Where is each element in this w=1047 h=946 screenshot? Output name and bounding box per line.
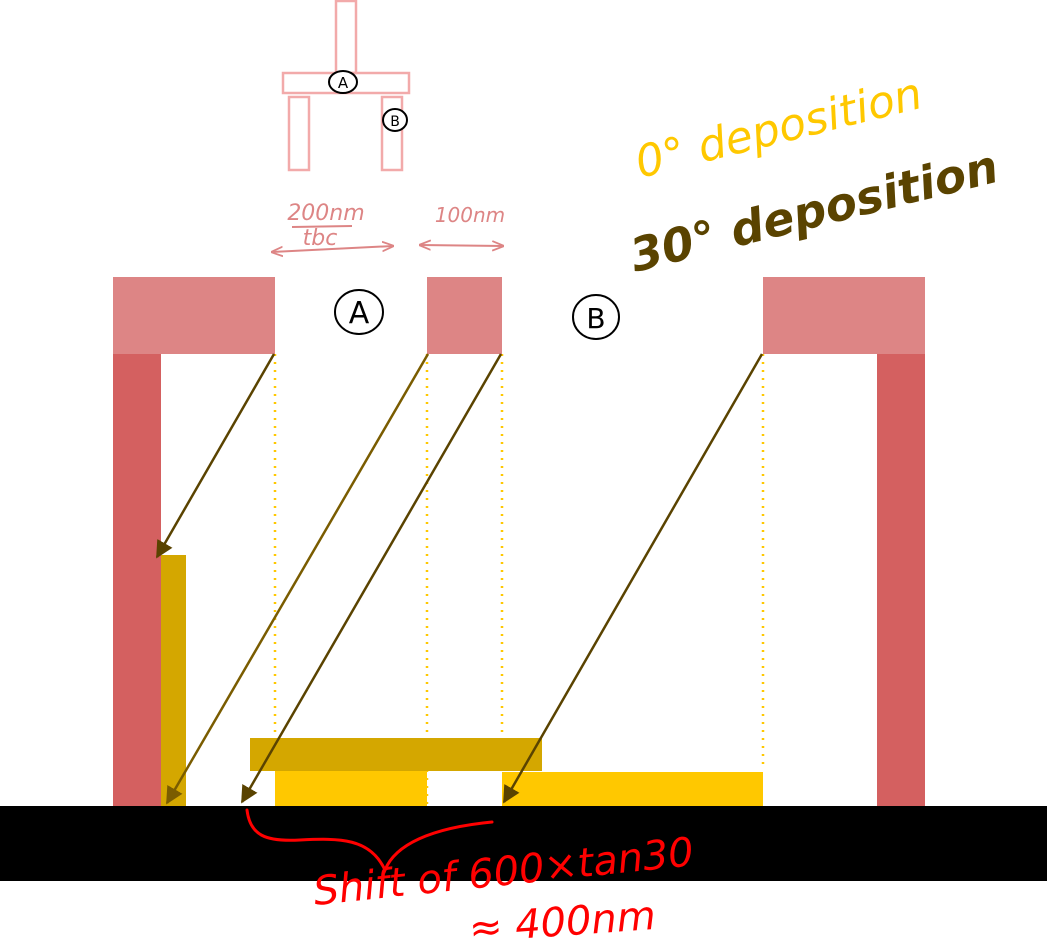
inset-circle-b xyxy=(382,108,408,132)
opening-a-circle xyxy=(334,289,384,335)
trajectory-2 xyxy=(165,353,430,805)
inset-label-b: B xyxy=(390,114,400,130)
resist-wall-left xyxy=(113,354,161,806)
deposits xyxy=(161,555,763,806)
resist-top-right xyxy=(763,277,925,354)
dim-left-arrow xyxy=(272,246,393,252)
trajectory-1 xyxy=(155,353,276,559)
trajectories-30deg xyxy=(155,353,764,805)
deposit-30deg-bar xyxy=(250,738,542,771)
opening-b-label: B xyxy=(586,302,605,335)
inset-right-leg xyxy=(380,95,404,172)
inset-circle-a xyxy=(328,70,358,94)
opening-b-circle xyxy=(572,294,620,340)
resist-structure xyxy=(113,277,925,806)
opening-a-label: A xyxy=(349,296,370,331)
shift-text-line2: ≈ 400nm xyxy=(467,893,657,946)
opening-labels: A B xyxy=(334,289,620,340)
vertical-guides xyxy=(273,354,765,805)
dim-right-value: 100nm xyxy=(435,203,505,227)
inset-label-a: A xyxy=(338,74,349,92)
substrate xyxy=(0,806,1047,881)
dim-left-note: tbc xyxy=(303,226,338,251)
deposit-30deg-wall xyxy=(161,555,186,806)
dim-left-value: 200nm xyxy=(287,201,364,226)
inset-stem xyxy=(334,0,358,75)
resist-top-middle xyxy=(427,277,502,354)
legend: 0° deposition 30° deposition xyxy=(625,68,1004,282)
dim-right-arrow xyxy=(420,245,503,246)
resist-wall-right xyxy=(877,354,925,806)
deposit-0deg-b xyxy=(502,772,763,806)
trajectory-3 xyxy=(240,353,503,804)
trajectory-4 xyxy=(502,353,764,804)
deposit-0deg-a xyxy=(275,770,427,806)
inset-left-leg xyxy=(287,95,311,172)
dimensions: 200nm tbc 100nm xyxy=(272,201,505,252)
resist-top-left xyxy=(113,277,275,354)
inset-schematic: A B xyxy=(281,0,411,172)
dim-left-underline xyxy=(291,225,353,228)
shift-brace xyxy=(245,808,494,874)
